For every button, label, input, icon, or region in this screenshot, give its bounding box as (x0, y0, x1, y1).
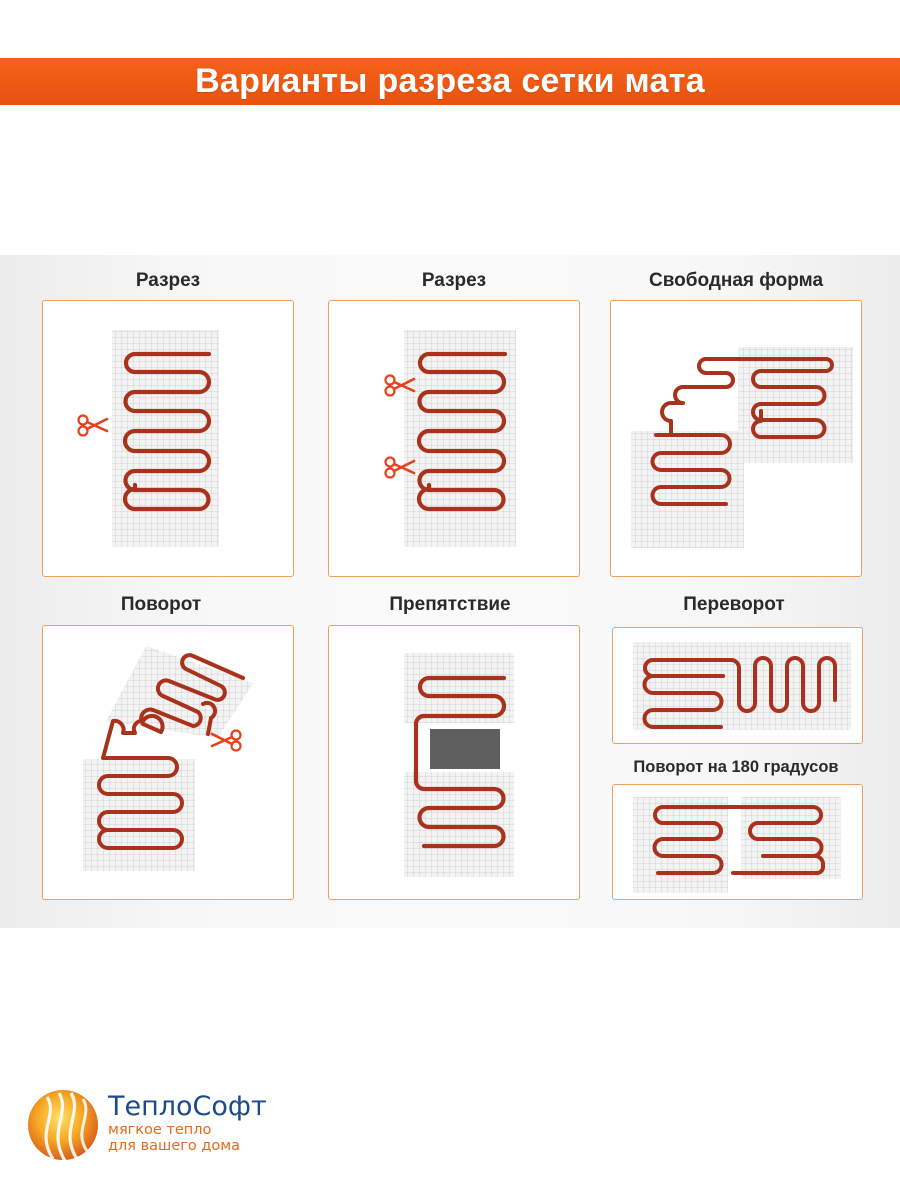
heating-cable (650, 433, 732, 506)
obstacle-diagram (404, 653, 514, 877)
panel-flip (612, 627, 863, 744)
heating-cable (201, 700, 218, 736)
panel-turn (42, 625, 294, 900)
scissors-icon (77, 414, 109, 437)
variant-label-turn-180: Поворот на 180 градусов (633, 758, 839, 776)
heating-cable (643, 656, 837, 713)
turn-180-diagram (633, 797, 841, 893)
mesh-mat (633, 642, 851, 730)
heating-cable (122, 351, 212, 512)
logo-name: ТеплоСофт (108, 1091, 267, 1122)
panel-cut-2 (328, 300, 580, 577)
panel-turn-180 (612, 784, 863, 900)
header-banner: Варианты разреза сетки мата (0, 58, 900, 105)
heating-cable (139, 653, 245, 734)
free-form-diagram (631, 347, 853, 548)
heating-cable (416, 351, 508, 512)
cut-1-diagram (77, 330, 219, 547)
variant-label-turn: Поворот (120, 594, 202, 615)
heating-cable (652, 805, 755, 875)
logo-tagline-1: мягкое тепло (108, 1122, 212, 1138)
heating-cable (654, 357, 834, 437)
variant-label-cut-2: Разрез (421, 270, 487, 291)
page-title: Варианты разреза сетки мата (195, 62, 705, 100)
cut-2-diagram (384, 330, 516, 547)
obstacle-block (430, 729, 500, 769)
logo-tagline-2: для вашего дома (108, 1138, 241, 1154)
variant-label-cut-1: Разрез (135, 270, 201, 291)
heating-cable (748, 805, 824, 858)
mesh-mat (633, 797, 728, 893)
flip-diagram (633, 642, 851, 730)
panel-cut-1 (42, 300, 294, 577)
panel-obstacle (328, 625, 580, 900)
turn-diagram (83, 646, 253, 871)
company-logo: ТеплоСофт мягкое тепло для вашего дома (25, 1085, 285, 1165)
heating-cable (642, 674, 725, 729)
heating-cable (97, 713, 184, 850)
heating-cable (731, 853, 825, 875)
heating-cable (413, 675, 507, 849)
sun-swirl-logo-icon (28, 1090, 98, 1162)
heating-cable (751, 369, 828, 439)
panel-free-form (610, 300, 862, 577)
mesh-mat (106, 646, 253, 738)
variant-label-obstacle: Препятствие (389, 594, 511, 615)
variant-label-free-form: Свободная форма (648, 270, 824, 291)
variant-label-flip: Переворот (683, 594, 785, 615)
mesh-mat (404, 653, 514, 723)
